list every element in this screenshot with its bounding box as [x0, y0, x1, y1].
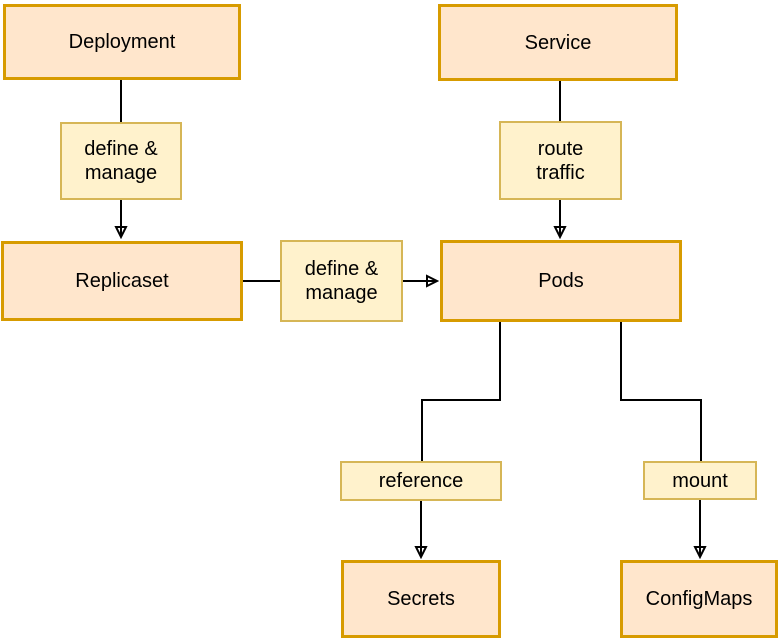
node-secrets-label: Secrets	[387, 588, 455, 610]
edge-label-mount: mount	[643, 461, 757, 500]
edge-label-reference: reference	[340, 461, 502, 501]
node-pods-label: Pods	[538, 270, 584, 292]
node-configmaps: ConfigMaps	[620, 560, 778, 638]
node-secrets: Secrets	[341, 560, 501, 638]
edge-pods-to-mount-line	[620, 322, 702, 461]
edge-label-route-traffic-text: route traffic	[536, 137, 585, 184]
edge-label-define-manage-replicaset-text: define & manage	[304, 258, 379, 304]
edge-label-route-traffic: route traffic	[499, 121, 622, 200]
edge-label-mount-text: mount	[672, 469, 728, 492]
edge-label-define-manage-deployment-text: define & manage	[84, 138, 158, 184]
node-replicaset: Replicaset	[1, 241, 243, 321]
edge-label-define-manage-deployment: define & manage	[60, 122, 182, 200]
edge-label-define-manage-replicaset: define & manage	[280, 240, 403, 322]
node-replicaset-label: Replicaset	[75, 270, 169, 292]
node-deployment-label: Deployment	[68, 31, 176, 53]
node-service: Service	[438, 4, 678, 81]
node-configmaps-label: ConfigMaps	[645, 588, 753, 610]
node-service-label: Service	[524, 31, 592, 54]
edge-label-reference-text: reference	[378, 470, 464, 492]
edge-pods-to-reference-line	[421, 322, 501, 461]
node-pods: Pods	[440, 240, 682, 322]
node-deployment: Deployment	[3, 4, 241, 80]
